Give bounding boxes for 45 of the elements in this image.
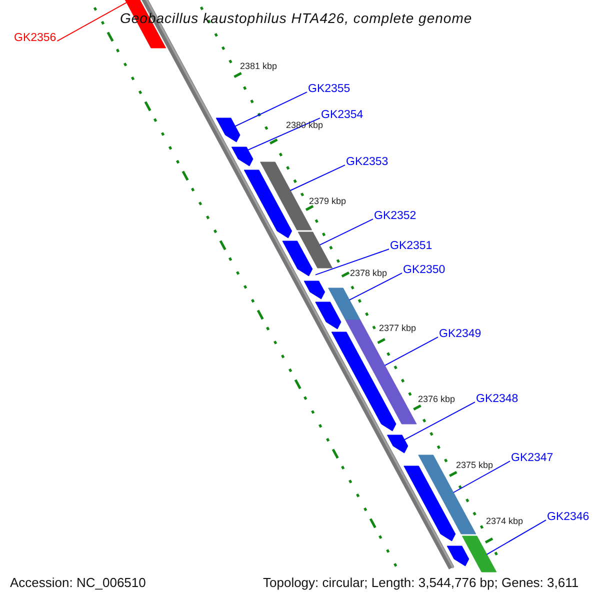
gene-block — [244, 170, 292, 238]
gene-block — [315, 302, 342, 330]
scale-label: 2380 kbp — [286, 120, 324, 131]
leader-line — [453, 460, 510, 493]
leader-line — [248, 118, 320, 150]
scale-label: 2381 kbp — [240, 61, 278, 72]
gene-block — [404, 466, 456, 542]
leader-line — [349, 272, 402, 300]
gene-label: GK2351 — [390, 239, 432, 253]
leader-line — [486, 520, 546, 555]
gene-label: GK2354 — [321, 108, 364, 122]
gene-block — [446, 546, 470, 566]
leader-line — [290, 164, 346, 191]
scale-label: 2376 kbp — [418, 394, 456, 405]
gene-block — [386, 434, 408, 454]
gene-block — [304, 280, 326, 300]
gene-label: GK2347 — [511, 451, 554, 465]
gene-block — [282, 240, 313, 276]
gene-block — [418, 454, 476, 534]
gene-block — [231, 146, 254, 166]
gene-label: GK2353 — [346, 155, 388, 169]
scale-label: 2375 kbp — [456, 460, 494, 471]
gene-label: GK2348 — [476, 392, 518, 406]
gene-label: GK2349 — [439, 327, 482, 341]
scale-label: 2374 kbp — [486, 516, 524, 527]
gene-label: GK2346 — [547, 510, 590, 524]
gene-block — [328, 288, 361, 320]
scale-label: 2379 kbp — [309, 196, 346, 207]
info-text: Topology: circular; Length: 3,544,776 bp; Genes: 3,611 — [262, 574, 580, 592]
scale-label: 2378 kbp — [350, 268, 388, 279]
gene-label: GK2352 — [374, 209, 416, 223]
gene-label: GK2355 — [308, 82, 350, 96]
leader-line — [56, 2, 127, 42]
gene-label: GK2356 — [14, 31, 56, 45]
gene-block — [462, 536, 497, 572]
leader-line — [315, 248, 390, 276]
gene-block — [298, 232, 333, 268]
gene-block — [216, 118, 240, 142]
gene-block — [331, 332, 396, 432]
leader-line — [234, 92, 308, 127]
gene-block — [345, 320, 417, 424]
scale-label: 2377 kbp — [379, 323, 416, 334]
gene-label: GK2350 — [403, 263, 446, 277]
leader-line — [404, 402, 476, 440]
info-text: Accession: NC_006510 — [9, 574, 147, 592]
